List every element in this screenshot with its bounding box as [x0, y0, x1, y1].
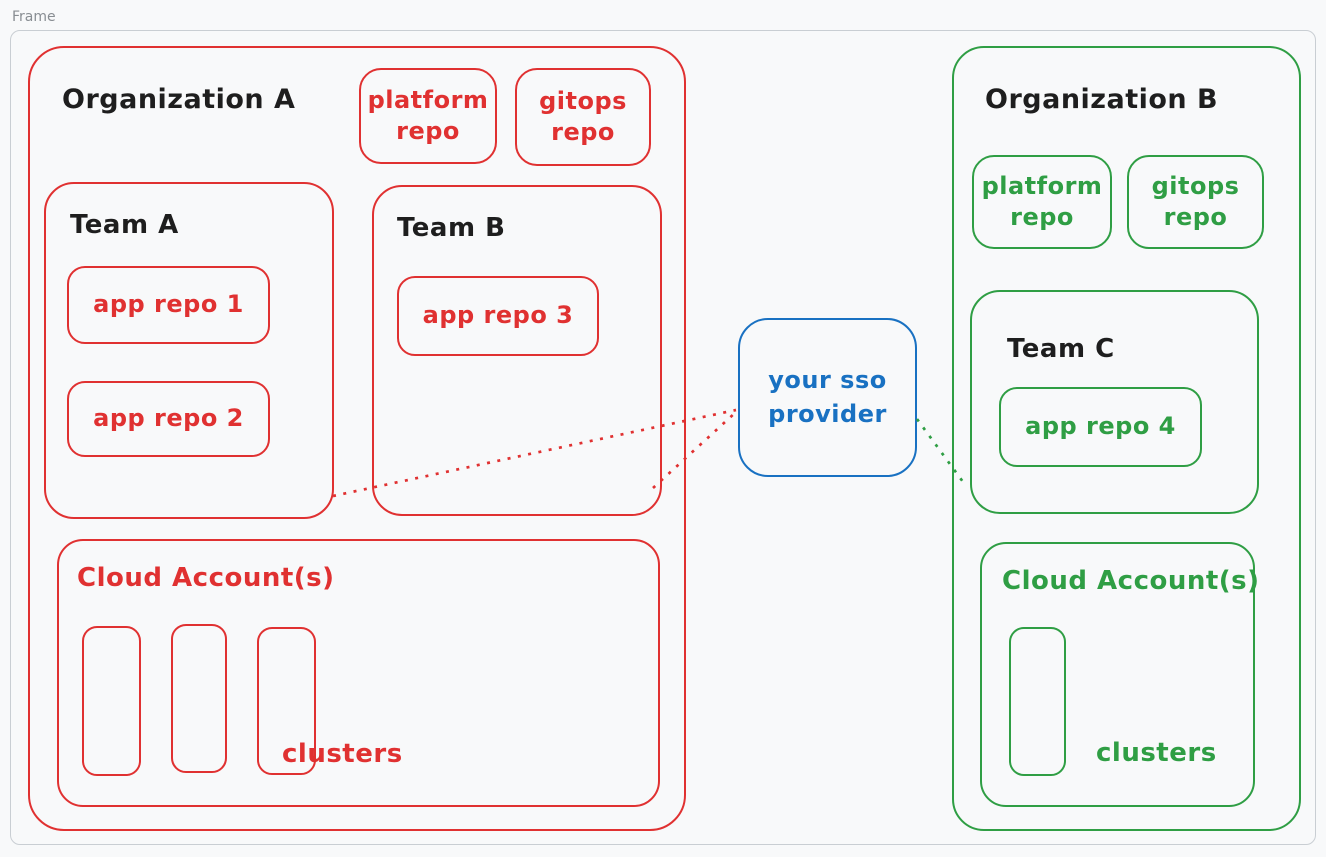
app-repo-3: app repo 3: [397, 276, 599, 356]
org-b-cloud-box: Cloud Account(s) clusters: [980, 542, 1259, 807]
org-a-platform-repo: platform repo: [359, 68, 497, 164]
app-repo-1: app repo 1: [67, 266, 270, 344]
org-b-platform-repo: platform repo: [972, 155, 1112, 249]
cluster-shape: [171, 624, 227, 773]
org-b-clusters-label: clusters: [1096, 738, 1217, 768]
cluster-shape: [1009, 627, 1066, 776]
sso-provider-box: your sso provider: [738, 318, 917, 477]
org-a-title: Organization A: [62, 84, 296, 115]
org-a-cloud-title: Cloud Account(s): [77, 563, 335, 593]
team-c-title: Team C: [1007, 334, 1115, 364]
org-b-title: Organization B: [985, 84, 1219, 115]
app-repo-4: app repo 4: [999, 387, 1202, 467]
team-b-title: Team B: [397, 213, 506, 243]
team-a-box: Team A app repo 1 app repo 2: [44, 182, 334, 519]
org-b-box: Organization B platform repo gitops repo…: [952, 46, 1301, 831]
sso-provider-label: your sso provider: [768, 365, 887, 428]
org-a-cloud-box: Cloud Account(s) clusters: [57, 539, 660, 807]
cluster-shape: [257, 627, 316, 775]
frame-rect: [10, 30, 1316, 845]
org-b-cloud-title: Cloud Account(s): [1002, 566, 1260, 596]
app-repo-2: app repo 2: [67, 381, 270, 457]
org-a-gitops-repo: gitops repo: [515, 68, 651, 166]
org-a-clusters-label: clusters: [282, 739, 403, 769]
team-b-box: Team B app repo 3: [372, 185, 662, 516]
team-a-title: Team A: [70, 210, 179, 240]
team-c-box: Team C app repo 4: [970, 290, 1259, 514]
frame-label: Frame: [12, 9, 56, 25]
cluster-shape: [82, 626, 141, 776]
org-a-box: Organization A platform repo gitops repo…: [28, 46, 686, 831]
org-b-gitops-repo: gitops repo: [1127, 155, 1264, 249]
